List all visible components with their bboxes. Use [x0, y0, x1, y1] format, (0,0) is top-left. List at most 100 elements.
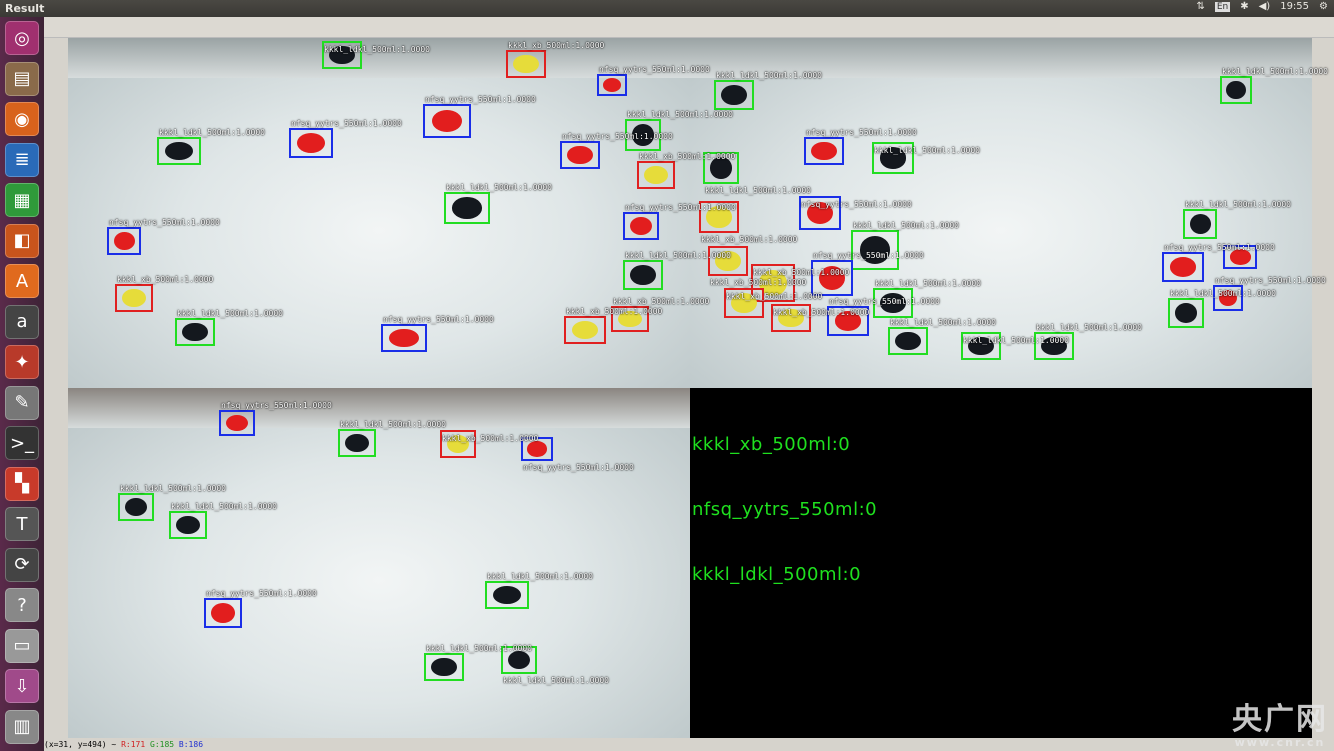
bottle-cap: [225, 414, 249, 432]
clock[interactable]: 19:55: [1280, 1, 1310, 12]
bottle-cap: [567, 145, 593, 165]
detection-box-kkkl-ldkl: kkkl_ldkl_500ml:1.0000: [1168, 289, 1276, 328]
detection-box-kkkl-xb: kkkl_xb_500ml:1.0000: [771, 304, 869, 332]
volume-icon[interactable]: ◀): [1258, 1, 1271, 12]
detection-label: kkkl_ldkl_500ml:1.0000: [503, 676, 609, 685]
bottle-cap: [811, 141, 837, 161]
detection-box-kkkl-ldkl: kkkl_ldkl_500ml:1.0000: [424, 644, 532, 681]
detection-label: kkkl_ldkl_500ml:1.0000: [1222, 67, 1328, 76]
detection-box-kkkl-ldkl: kkkl_ldkl_500ml:1.0000: [873, 279, 981, 318]
launcher-software-updater-icon[interactable]: ⟳: [5, 547, 39, 582]
count-panel: kkkl_xb_500ml:0 nfsq_yytrs_550ml:0 kkkl_…: [690, 388, 1312, 738]
bottle-cap: [1174, 303, 1198, 323]
camera-view-bottom-left: [68, 388, 690, 738]
bottle-cap: [709, 157, 733, 179]
detection-label: nfsq_yytrs_550ml:1.0000: [425, 95, 536, 104]
pixel-r: R:171: [121, 740, 146, 749]
detection-label: kkkl_ldkl_500ml:1.0000: [120, 484, 226, 493]
launcher-calc-icon[interactable]: ▦: [5, 183, 39, 217]
top-panel: Result ⇅ En ✱ ◀) 19:55 ⚙: [0, 0, 1334, 17]
bottle-cap: [715, 251, 741, 271]
result-image: kkkl_xb_500ml:0 nfsq_yytrs_550ml:0 kkkl_…: [68, 38, 1328, 738]
bottle-cap: [571, 320, 599, 340]
bottle-cap: [446, 434, 470, 454]
launcher-help-icon[interactable]: ?: [5, 588, 39, 622]
bottle-cap: [389, 328, 419, 348]
bottle-cap: [879, 147, 907, 169]
bottle-cap: [880, 293, 906, 313]
status-bar: (x=31, y=494) ~ R:171 G:185 B:186: [44, 738, 1334, 751]
detection-label: kkkl_xb_500ml:1.0000: [726, 292, 823, 301]
bluetooth-icon[interactable]: ✱: [1240, 1, 1249, 12]
detection-box-kkkl-ldkl: kkkl_ldkl_500ml:1.0000: [625, 110, 733, 151]
bottle-cap: [513, 54, 539, 74]
bottle-cap: [182, 322, 208, 342]
detection-label: nfsq_yytrs_550ml:1.0000: [1215, 276, 1326, 285]
detection-label: kkkl_xb_500ml:1.0000: [442, 434, 539, 443]
launcher-amazon-icon[interactable]: a: [5, 304, 39, 339]
bottle-cap: [1218, 289, 1238, 307]
bottle-cap: [859, 236, 891, 264]
launcher-drive-icon[interactable]: ▭: [5, 628, 39, 663]
bottle-cap: [165, 141, 193, 161]
detection-box-nfsq-yytrs: nfsq_yytrs_550ml:1.0000: [1213, 276, 1326, 311]
bottle-cap: [968, 336, 994, 356]
detection-label: kkkl_xb_500ml:1.0000: [117, 275, 214, 284]
detection-label: nfsq_yytrs_550ml:1.0000: [806, 128, 917, 137]
network-icon[interactable]: ⇅: [1196, 1, 1205, 12]
count-kkkl-xb: kkkl_xb_500ml:0: [692, 434, 851, 455]
detection-box-nfsq-yytrs: nfsq_yytrs_550ml:1.0000: [107, 218, 220, 255]
detection-box-kkkl-ldkl: kkkl_ldkl_500ml:1.0000: [444, 183, 552, 224]
launcher-trash-icon[interactable]: ▥: [5, 709, 39, 744]
bottle-cap: [1169, 257, 1197, 277]
launcher-text-editor-icon[interactable]: ✎: [5, 385, 39, 420]
watermark-logo: 央广网: [1232, 702, 1328, 737]
bottle-cap: [493, 585, 521, 605]
launcher-files-icon[interactable]: ▤: [5, 61, 39, 96]
detection-box-nfsq-yytrs: nfsq_yytrs_550ml:1.0000: [381, 315, 494, 352]
gear-icon[interactable]: ⚙: [1319, 1, 1328, 12]
detection-label: kkkl_ldkl_500ml:1.0000: [890, 318, 996, 327]
launcher-settings-icon[interactable]: ✦: [5, 345, 39, 379]
detection-box-kkkl-ldkl: kkkl_ldkl_500ml:1.0000: [961, 332, 1069, 360]
launcher-terminal-icon[interactable]: >_: [5, 426, 39, 460]
bottle-cap: [431, 657, 457, 677]
detection-label: nfsq_yytrs_550ml:1.0000: [829, 297, 940, 306]
bottle-cap: [124, 497, 148, 517]
detection-box-nfsq-yytrs: [1223, 245, 1257, 269]
detection-box-kkkl-ldkl: kkkl_ldkl_500ml:1.0000: [851, 221, 959, 270]
camera-view-top-left: [68, 38, 690, 388]
detection-label: nfsq_yytrs_550ml:1.0000: [523, 463, 634, 472]
launcher-firefox-icon[interactable]: ◉: [5, 102, 39, 136]
detection-label: kkkl_xb_500ml:1.0000: [710, 278, 807, 287]
detection-box-kkkl-xb: kkkl_xb_500ml:1.0000: [637, 152, 735, 189]
bottle-cap: [602, 78, 622, 92]
launcher-xterm-icon[interactable]: T: [5, 507, 39, 541]
launcher-software-center-icon[interactable]: A: [5, 264, 39, 298]
pixel-b: B:186: [178, 740, 204, 749]
detection-label: kkkl_ldkl_500ml:1.0000: [963, 336, 1069, 345]
bottle-cap: [329, 45, 355, 65]
window-toolbar: [44, 17, 1334, 38]
launcher-impress-icon[interactable]: ◧: [5, 223, 39, 258]
detection-label: nfsq_yytrs_550ml:1.0000: [599, 65, 710, 74]
detection-box-nfsq-yytrs: nfsq_yytrs_550ml:1.0000: [811, 251, 924, 296]
detection-box-kkkl-xb: kkkl_xb_500ml:1.0000: [506, 41, 604, 78]
detection-box-nfsq-yytrs: nfsq_yytrs_550ml:1.0000: [219, 401, 332, 436]
detection-label: kkkl_ldkl_500ml:1.0000: [487, 572, 593, 581]
detection-box-kkkl-ldkl: kkkl_ldkl_500ml:1.0000: [175, 309, 283, 346]
launcher-workspaces-icon[interactable]: ▚: [5, 466, 39, 501]
launcher-writer-icon[interactable]: ≣: [5, 142, 39, 177]
launcher-usb-drive-icon[interactable]: ⇩: [5, 669, 39, 703]
system-tray: ⇅ En ✱ ◀) 19:55 ⚙: [1196, 1, 1328, 12]
detection-label: kkkl_ldkl_500ml:1.0000: [446, 183, 552, 192]
bottle-cap: [211, 603, 235, 623]
input-method-indicator[interactable]: En: [1214, 1, 1231, 12]
detection-label: nfsq_yytrs_550ml:1.0000: [206, 589, 317, 598]
bottle-cap: [644, 165, 668, 185]
detection-label: kkkl_ldkl_500ml:1.0000: [853, 221, 959, 230]
bottle-cap: [629, 216, 653, 236]
detection-box-kkkl-ldkl: kkkl_ldkl_500ml:1.0000: [1034, 323, 1142, 360]
launcher-ubuntu-dash-icon[interactable]: ◎: [5, 21, 39, 55]
detection-box-nfsq-yytrs: nfsq_yytrs_550ml:1.0000: [204, 589, 317, 628]
